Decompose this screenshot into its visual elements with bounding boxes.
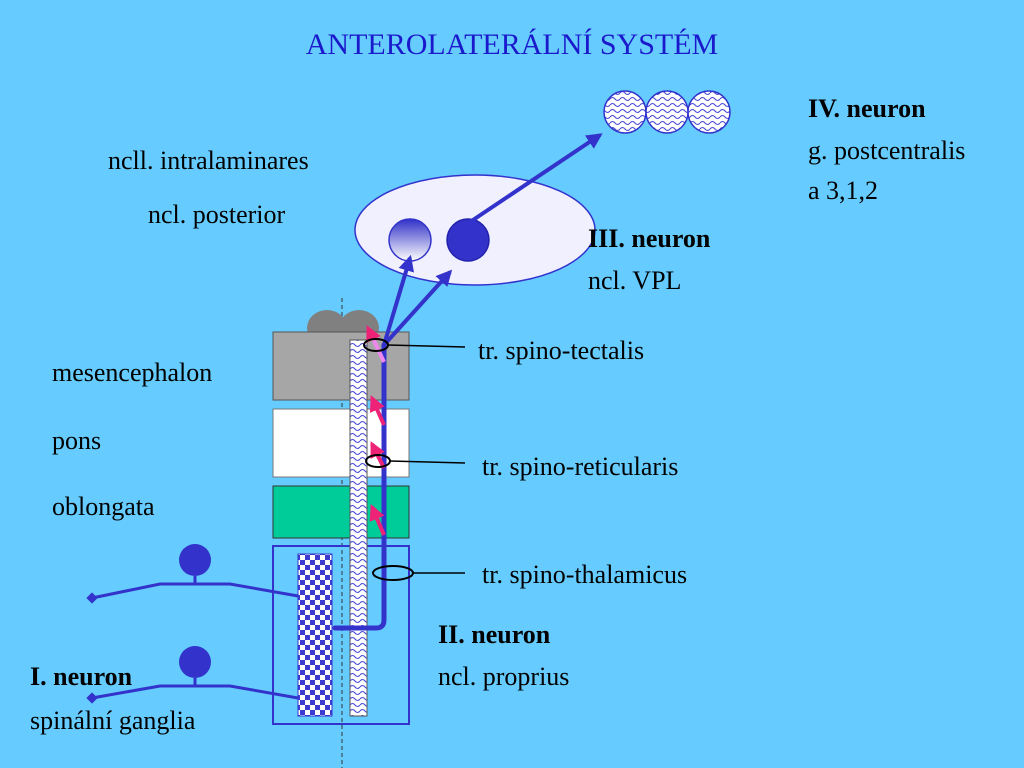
tract-to-intralaminar — [382, 254, 414, 346]
label-proprius: ncl. proprius — [438, 662, 570, 691]
label-postcentralis: g. postcentralis — [808, 136, 966, 165]
ascending-column — [349, 339, 368, 717]
vpl-nucleus — [446, 218, 490, 262]
tract-markers — [363, 338, 466, 581]
label-spino-reticularis: tr. spino-reticularis — [482, 452, 679, 481]
oblongata-block — [272, 485, 410, 539]
intralaminar-nucleus — [388, 218, 432, 262]
thalamocortical-arrow — [468, 133, 603, 224]
label-mesencephalon: mesencephalon — [52, 358, 213, 387]
label-vpl: ncl. VPL — [588, 266, 682, 295]
label-posterior: ncl. posterior — [148, 200, 286, 229]
label-pons: pons — [52, 426, 102, 455]
label-neuron-4: IV. neuron — [808, 94, 926, 123]
spinal-cord-segment — [272, 545, 410, 725]
cortex-neurons — [603, 90, 731, 134]
label-intralaminares: ncll. intralaminares — [108, 146, 309, 175]
label-spino-tectalis: tr. spino-tectalis — [478, 336, 645, 365]
tract-to-vpl — [382, 269, 453, 347]
pons-block — [272, 408, 410, 478]
ncl-proprius-column — [297, 553, 333, 717]
label-neuron-1: I. neuron — [30, 662, 133, 691]
label-spinal-ganglia: spinální ganglia — [30, 706, 196, 735]
label-areas: a 3,1,2 — [808, 176, 879, 205]
page-title: ANTEROLATERÁLNÍ SYSTÉM — [305, 28, 719, 61]
label-spino-thalamicus: tr. spino-thalamicus — [482, 560, 688, 589]
first-neuron-upper — [86, 544, 299, 604]
spinothalamic-tract — [332, 342, 387, 631]
label-neuron-3: III. neuron — [588, 224, 711, 253]
label-oblongata: oblongata — [52, 492, 155, 521]
label-neuron-2: II. neuron — [438, 620, 551, 649]
collateral-arrows — [366, 325, 386, 536]
